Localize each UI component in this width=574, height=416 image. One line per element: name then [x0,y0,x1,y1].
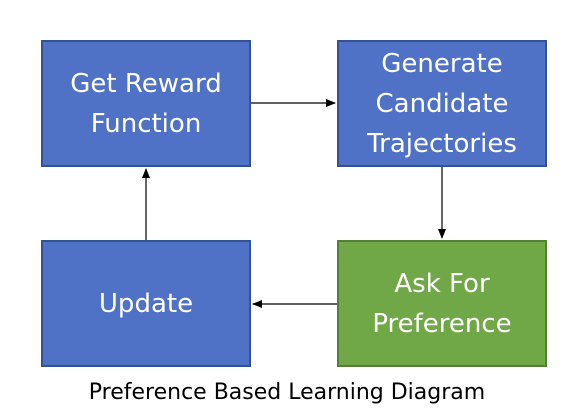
node-label: Generate Candidate Trajectories [367,48,517,159]
node-label: Update [98,288,194,319]
node-label: Ask For Preference [372,268,512,339]
node-label: Get Reward Function [70,68,222,139]
diagram-caption: Preference Based Learning Diagram [88,380,486,405]
node-ask-for-preference: Ask For Preference [337,240,547,367]
node-update: Update [41,240,251,367]
node-get-reward-function: Get Reward Function [41,40,251,167]
node-generate-candidate-trajectories: Generate Candidate Trajectories [337,40,547,167]
